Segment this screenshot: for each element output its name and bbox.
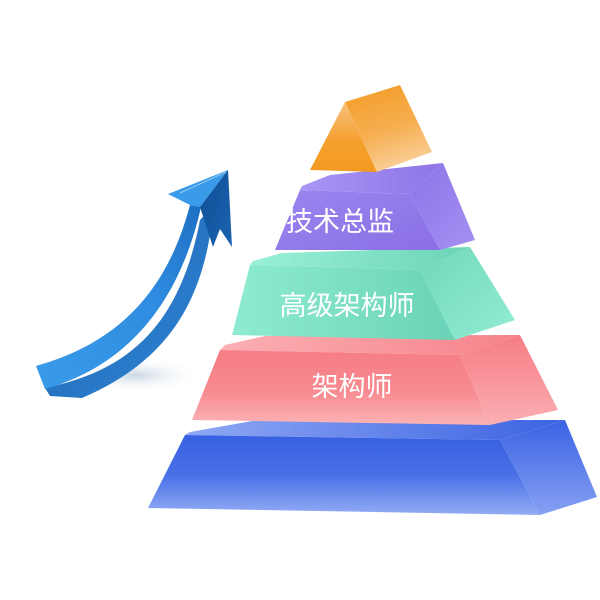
- pyramid-level-1: [310, 85, 432, 172]
- pyramid-level-3: 高级架构师: [232, 247, 515, 340]
- level-4-label: 架构师: [312, 372, 393, 403]
- pyramid-level-5: [148, 420, 597, 515]
- level-3-label: 高级架构师: [280, 291, 415, 322]
- growth-arrow-icon: [36, 170, 232, 398]
- pyramid-level-2: 技术总监: [275, 163, 475, 250]
- pyramid-level-4: 架构师: [192, 335, 558, 425]
- level-2-label: 技术总监: [286, 207, 394, 238]
